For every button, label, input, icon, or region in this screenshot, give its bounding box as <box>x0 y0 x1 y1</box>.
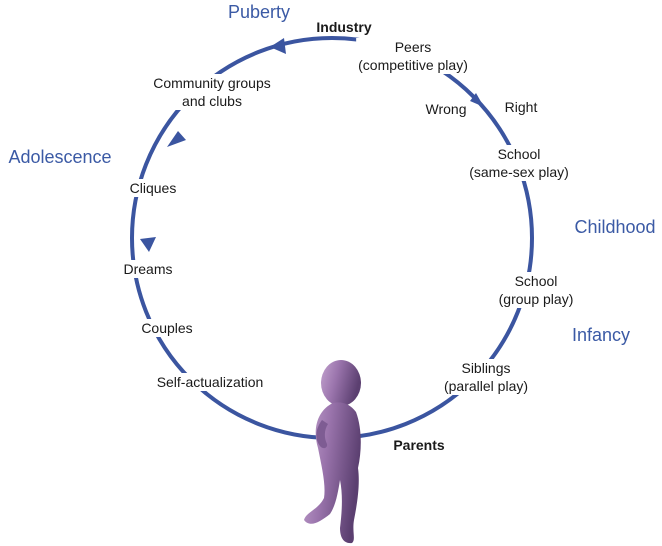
arrowhead-right-to-peers <box>470 93 484 107</box>
label-community-groups: Community groups and clubs <box>151 74 273 110</box>
label-school-same-sex-title: School <box>497 146 541 162</box>
label-right: Right <box>502 98 540 116</box>
label-school-group-title: School <box>514 273 558 289</box>
stage-puberty: Puberty <box>227 2 291 22</box>
label-cliques: Cliques <box>127 179 179 197</box>
label-siblings-subtitle: (parallel play) <box>443 378 529 394</box>
arrowhead-community-to-cliques <box>167 131 186 147</box>
child-silhouette-icon <box>304 360 361 544</box>
arrowhead-cliques-to-dreams <box>140 237 156 252</box>
stage-childhood: Childhood <box>574 217 656 237</box>
label-peers: Peers (competitive play) <box>356 38 470 74</box>
label-self-actualization: Self-actualization <box>154 373 266 391</box>
label-couples: Couples <box>139 319 195 337</box>
stage-infancy: Infancy <box>571 325 631 345</box>
label-parents: Parents <box>391 436 447 454</box>
label-school-group-subtitle: (group play) <box>498 291 574 307</box>
label-industry: Industry <box>314 18 374 36</box>
label-wrong: Wrong <box>423 100 469 118</box>
label-siblings: Siblings (parallel play) <box>441 359 531 395</box>
label-school-same-sex-play: School (same-sex play) <box>467 145 571 181</box>
label-community-line2: and clubs <box>182 93 242 109</box>
label-siblings-title: Siblings <box>461 360 511 376</box>
arrowhead-industry-to-community <box>270 38 286 54</box>
label-peers-title: Peers <box>394 39 432 55</box>
label-community-line1: Community groups <box>153 75 271 91</box>
label-peers-subtitle: (competitive play) <box>358 57 468 73</box>
label-school-same-sex-subtitle: (same-sex play) <box>469 164 569 180</box>
stage-adolescence: Adolescence <box>8 147 112 167</box>
label-school-group-play: School (group play) <box>496 272 576 308</box>
label-dreams: Dreams <box>121 260 175 278</box>
